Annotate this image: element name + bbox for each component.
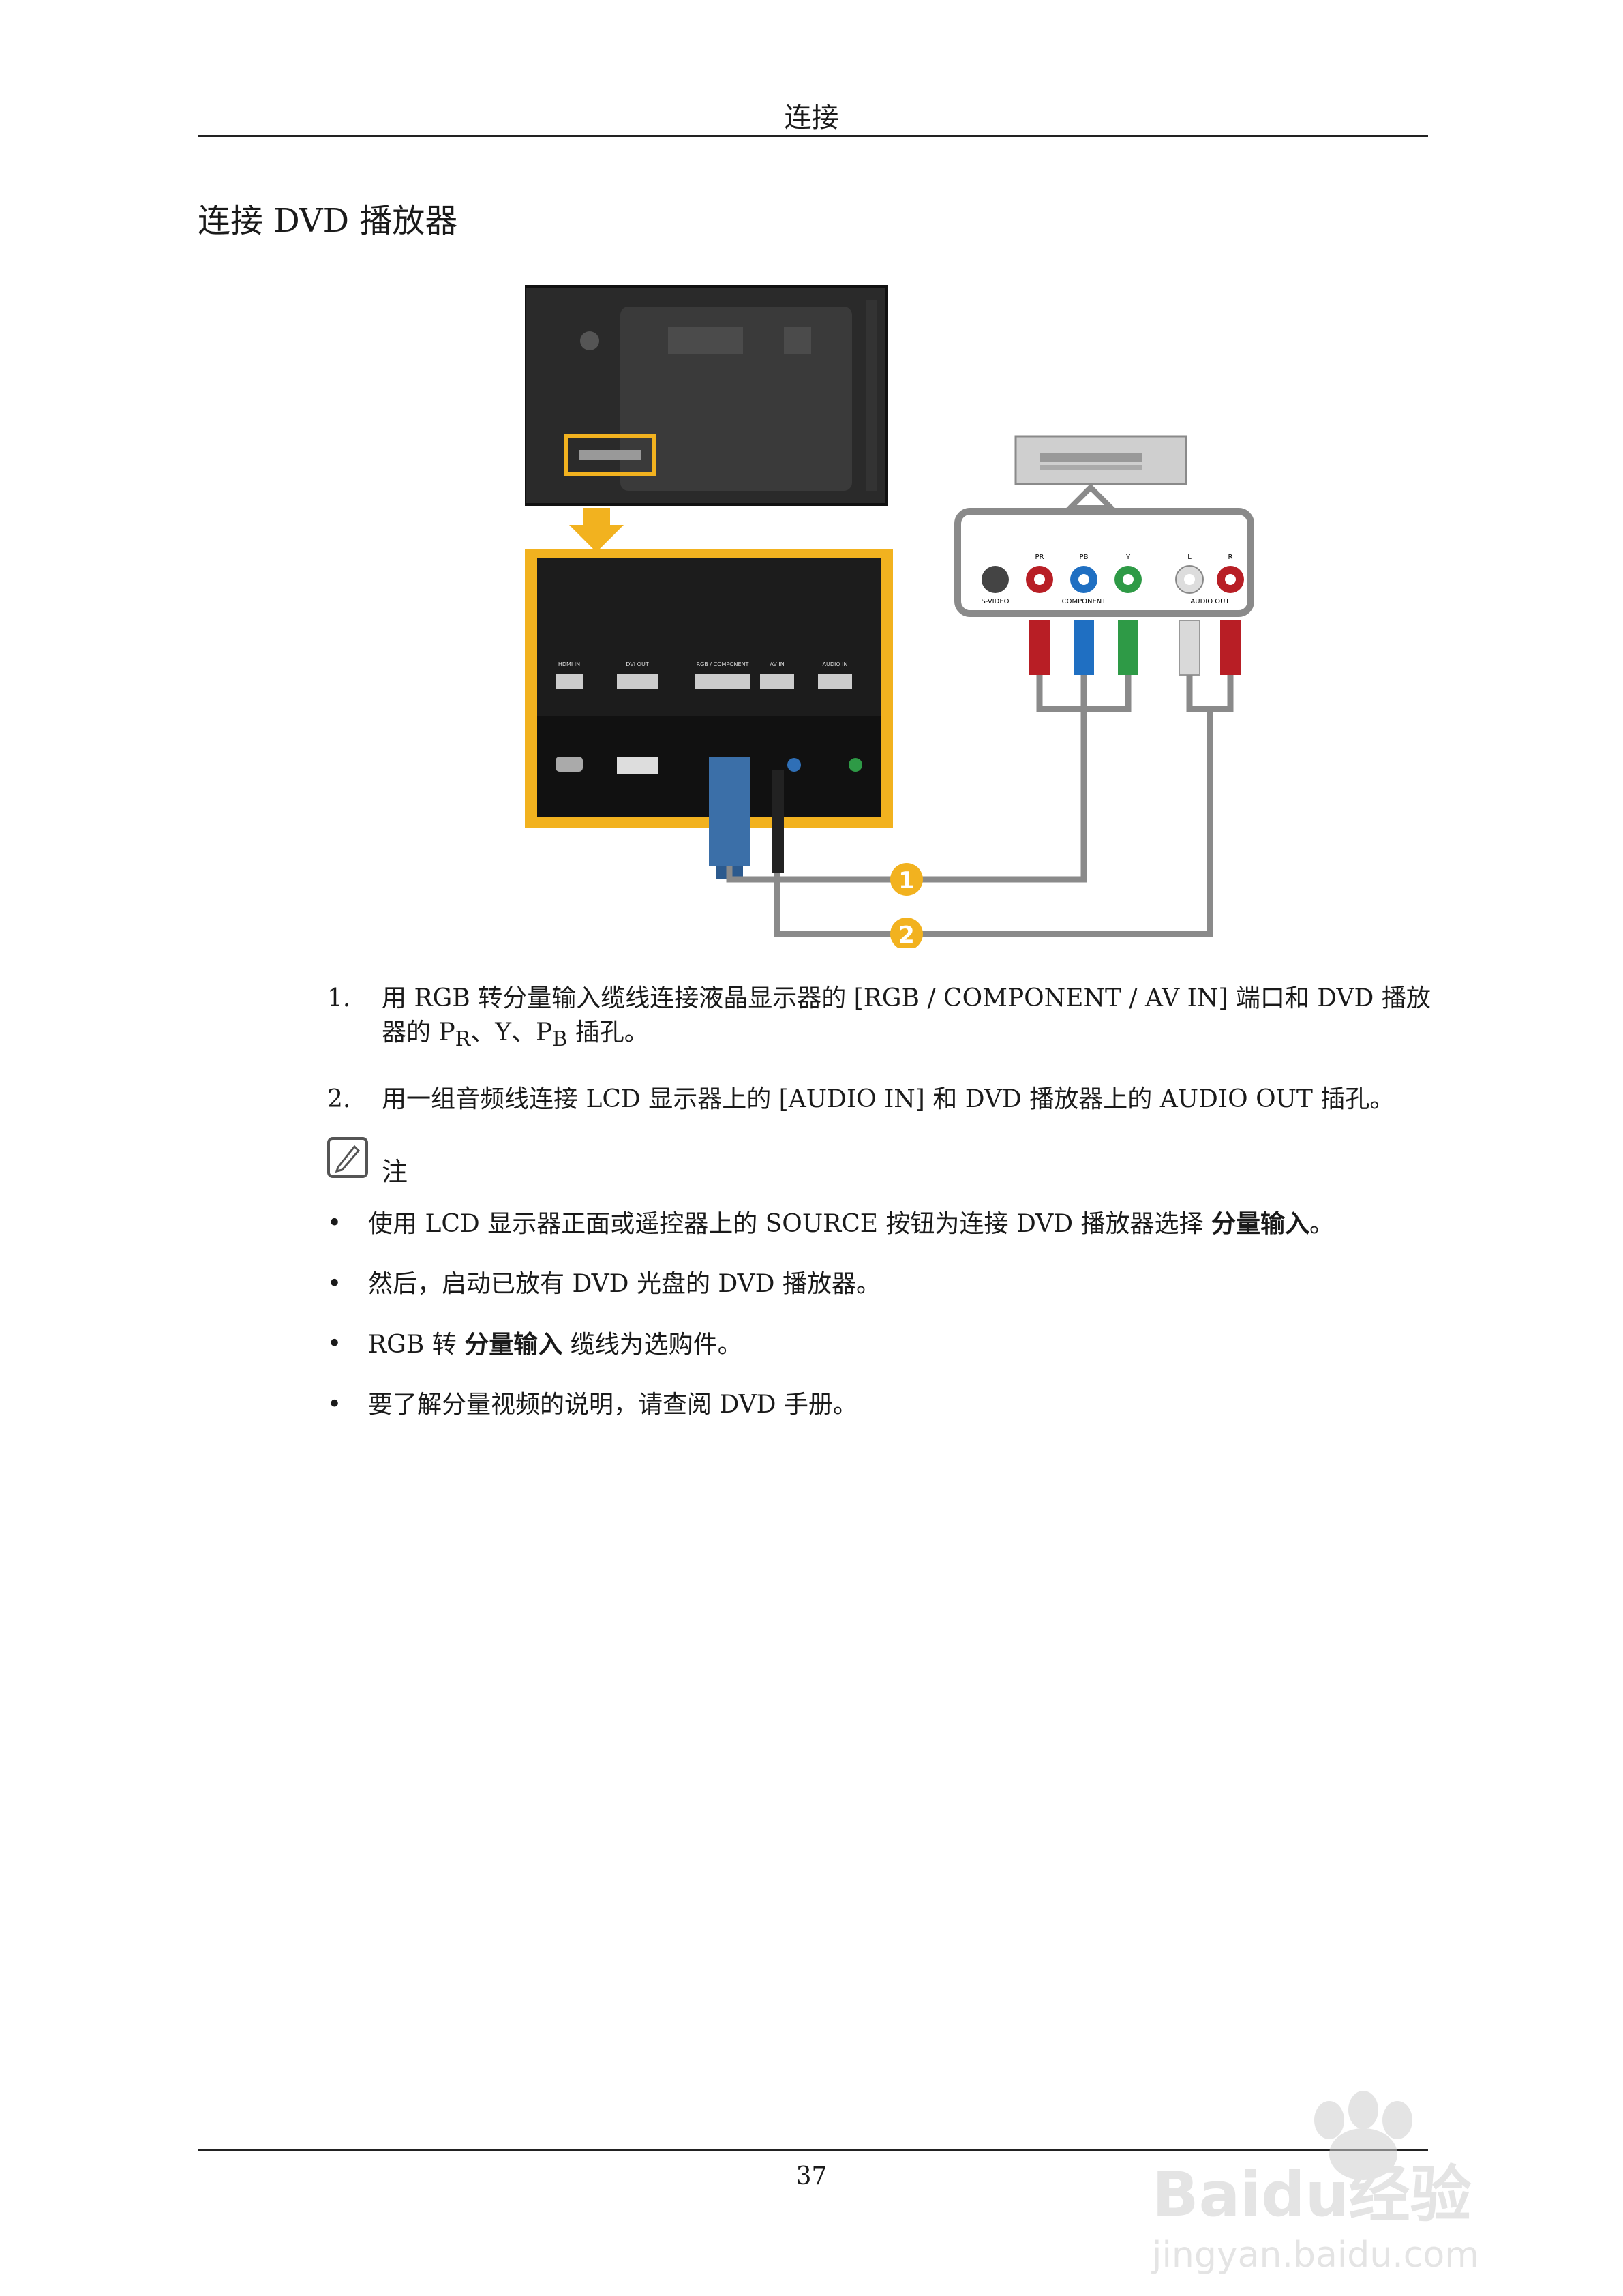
port-label-dvi: DVI OUT <box>626 661 649 667</box>
step-item: 2. 用一组音频线连接 LCD 显示器上的 [AUDIO IN] 和 DVD 播… <box>327 1083 1431 1117</box>
connection-diagram: HDMI IN DVI OUT RGB / COMPONENT AV IN AU… <box>525 280 1275 948</box>
dvd-output-panel: S-VIDEO COMPONENT AUDIO OUT PR PB Y L R <box>958 511 1251 614</box>
bullet-bold: 分量输入 <box>1211 1209 1309 1238</box>
step-text: 用一组音频线连接 LCD 显示器上的 [AUDIO IN] 和 DVD 播放器上… <box>382 1085 1394 1113</box>
callout-1: 1 <box>890 863 923 896</box>
label-r: R <box>1228 554 1233 561</box>
bullet-item: • 然后，启动已放有 DVD 光盘的 DVD 播放器。 <box>327 1267 1431 1301</box>
note-label: 注 <box>382 1151 408 1188</box>
bullet-item: • 要了解分量视频的说明，请查阅 DVD 手册。 <box>327 1388 1431 1422</box>
header-rule <box>198 135 1428 137</box>
bullet-text: 。 <box>1309 1210 1334 1238</box>
port-label-audio-in: AUDIO IN <box>822 661 847 667</box>
label-l: L <box>1187 554 1192 561</box>
dvd-player <box>1016 436 1186 484</box>
label-svideo: S-VIDEO <box>981 598 1009 605</box>
label-pr: PR <box>1035 554 1044 561</box>
bullet-text: 要了解分量视频的说明，请查阅 DVD 手册。 <box>368 1391 858 1419</box>
step-item: 1. 用 RGB 转分量输入缆线连接液晶显示器的 [RGB / COMPONEN… <box>327 982 1431 1057</box>
bullet-dot: • <box>327 1207 342 1241</box>
callout-1-label: 1 <box>898 867 915 894</box>
bullet-dot: • <box>327 1267 342 1301</box>
bullet-dot: • <box>327 1388 342 1422</box>
bullet-bold: 分量输入 <box>464 1330 562 1359</box>
port-label-hdmi: HDMI IN <box>558 661 580 667</box>
port-label-av-in: AV IN <box>770 661 784 667</box>
label-pb: PB <box>1080 554 1089 561</box>
steps-list: 1. 用 RGB 转分量输入缆线连接液晶显示器的 [RGB / COMPONEN… <box>327 982 1431 1143</box>
callout-2-label: 2 <box>898 922 915 948</box>
bullet-list: • 使用 LCD 显示器正面或遥控器上的 SOURCE 按钮为连接 DVD 播放… <box>327 1207 1431 1448</box>
section-title: 连接 DVD 播放器 <box>198 194 457 241</box>
bullet-dot: • <box>327 1327 342 1361</box>
bullet-text: 缆线为选购件。 <box>562 1331 742 1359</box>
label-component: COMPONENT <box>1062 598 1107 605</box>
bullet-text: 然后，启动已放有 DVD 光盘的 DVD 播放器。 <box>368 1270 881 1298</box>
down-arrow-icon <box>569 508 624 552</box>
step-text-part: 、Y、P <box>470 1018 552 1046</box>
bullet-item: • RGB 转 分量输入 缆线为选购件。 <box>327 1327 1431 1362</box>
watermark-brand: Baidu经验 <box>1152 2159 1472 2231</box>
label-audio-out: AUDIO OUT <box>1190 598 1230 605</box>
callout-2: 2 <box>890 918 923 948</box>
watermark-url: jingyan.baidu.com <box>1151 2235 1479 2276</box>
port-label-rgb-component: RGB / COMPONENT <box>697 661 749 667</box>
subscript-r: R <box>455 1027 471 1051</box>
step-number: 1. <box>327 982 350 1016</box>
monitor-back <box>525 286 886 504</box>
step-text-part: 插孔。 <box>567 1018 648 1046</box>
running-header: 连接 <box>0 95 1623 135</box>
note-pencil-icon <box>327 1137 368 1178</box>
rca-plugs <box>1029 620 1241 675</box>
bullet-text: RGB 转 <box>368 1331 464 1359</box>
bullet-item: • 使用 LCD 显示器正面或遥控器上的 SOURCE 按钮为连接 DVD 播放… <box>327 1207 1431 1241</box>
bullet-text: 使用 LCD 显示器正面或遥控器上的 SOURCE 按钮为连接 DVD 播放器选… <box>368 1210 1211 1238</box>
baidu-watermark-logo: Baidu经验 jingyan.baidu.com <box>1145 2072 1527 2277</box>
label-y: Y <box>1125 554 1131 561</box>
subscript-b: B <box>552 1027 567 1051</box>
vga-plug <box>709 757 784 879</box>
step-number: 2. <box>327 1083 350 1117</box>
